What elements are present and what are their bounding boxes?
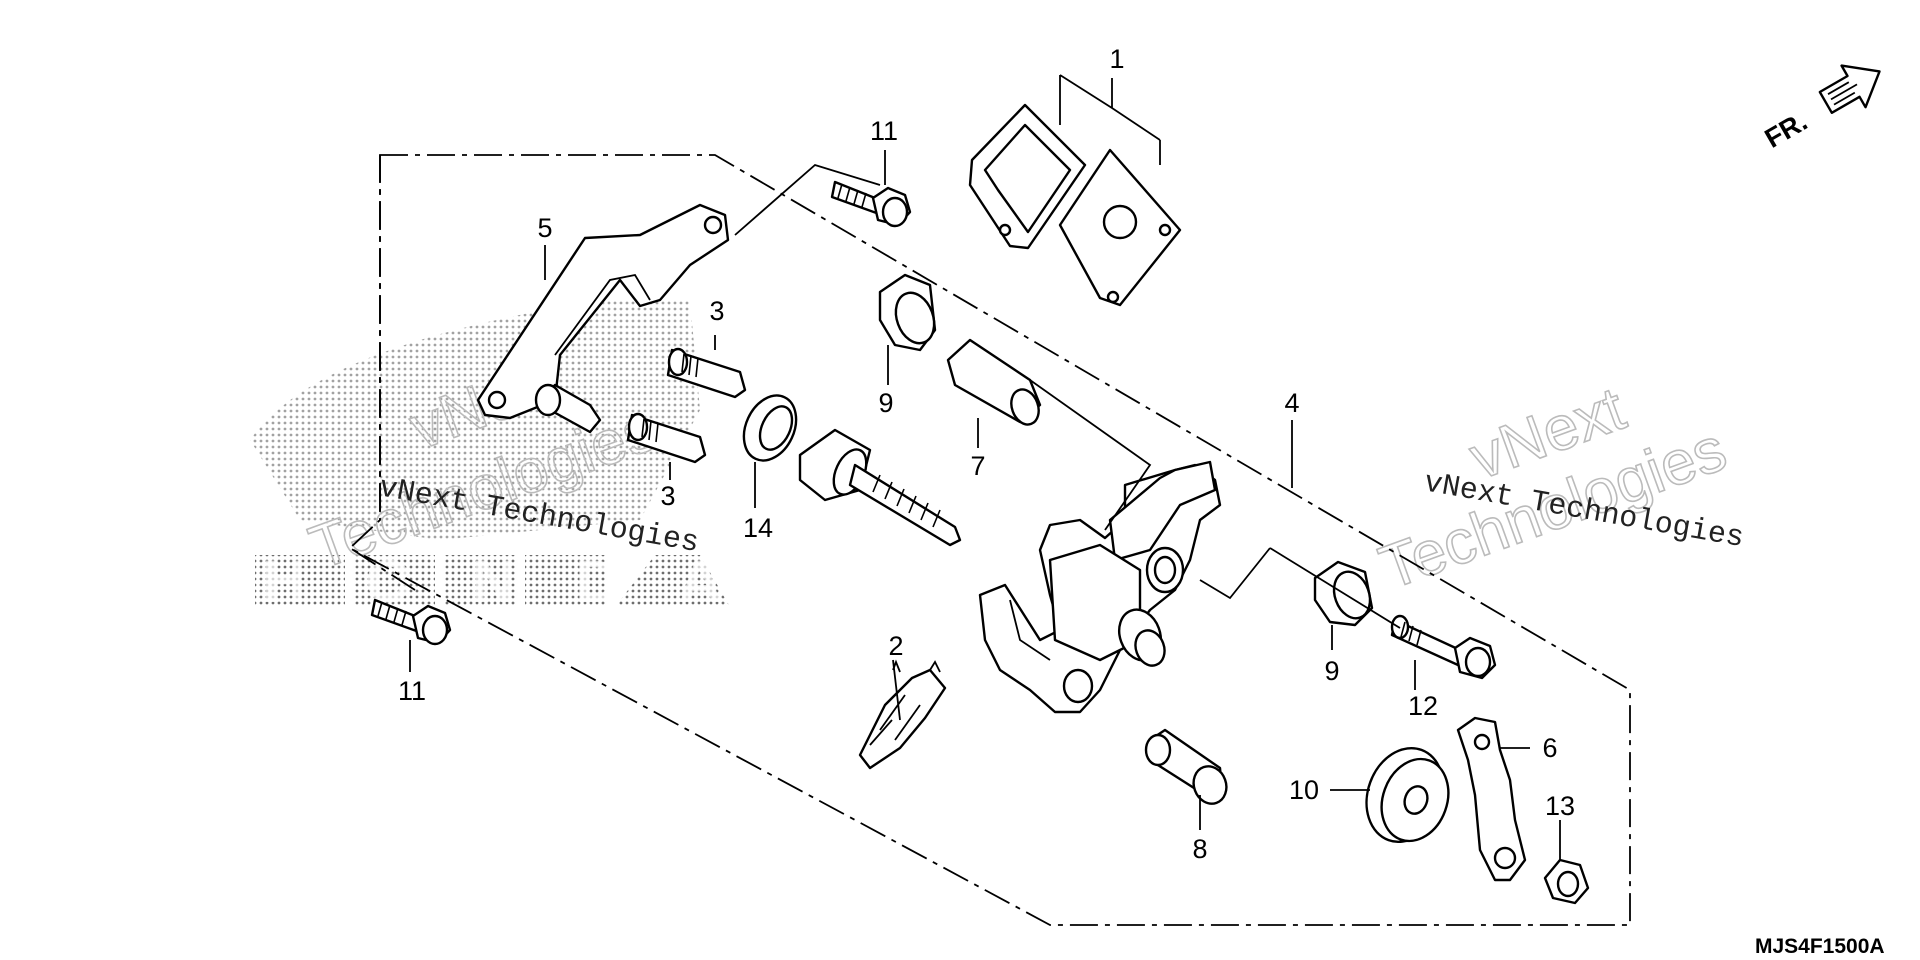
callout-5: 5: [537, 213, 552, 243]
front-label: FR.: [1760, 106, 1813, 154]
vnext-watermark-right: vNext Technologies vNext Technologies: [1370, 373, 1746, 604]
pad-center-hole: [1102, 204, 1138, 240]
slide-pin-upper: [666, 347, 747, 399]
honda-wordmark: HONDA: [255, 548, 730, 615]
cap-center-hole: [1403, 785, 1429, 815]
assembly-boundary: [348, 154, 1631, 926]
bracket-plate: [476, 203, 730, 420]
bracket-hole-bottom: [487, 390, 507, 410]
leader-12-to-caliper: [1269, 547, 1401, 629]
callout-3-upper: 3: [709, 296, 724, 326]
callout-9-lower: 9: [1324, 656, 1339, 686]
boot-upper: [878, 273, 937, 352]
caliper-bracket: [476, 203, 730, 434]
callout-8: 8: [1192, 834, 1207, 864]
flange-nut: [1543, 858, 1590, 905]
callout-labels: 1 2 3 3 4 5 6 7 8 9 9 10 11 11 12 13 14: [398, 44, 1575, 864]
callout-11-upper: 11: [870, 116, 898, 146]
caliper-body: [978, 460, 1222, 714]
stay-hole: [1493, 846, 1517, 870]
caliper-mount-hole: [1062, 668, 1094, 704]
bracket-hole-top: [703, 215, 723, 235]
pad-spring: [858, 660, 947, 770]
leader-11-to-bracket: [734, 163, 881, 236]
leader-7-to-caliper: [1029, 379, 1152, 531]
callout-14: 14: [743, 513, 773, 543]
leader-lines: [409, 74, 1561, 860]
slide-pin-lower: [626, 412, 707, 464]
slide-sleeve: [946, 338, 1042, 426]
front-direction-indicator: FR.: [1760, 64, 1881, 154]
flange-bolt-lower: [370, 598, 452, 646]
leader-2: [892, 659, 901, 721]
callout-2: 2: [888, 631, 903, 661]
flange-bolt-upper: [830, 180, 912, 228]
leader-3: [669, 335, 716, 480]
callout-1: 1: [1109, 44, 1124, 74]
brake-pad-rear-inner: [983, 123, 1072, 234]
bleeder-nipple: [1134, 629, 1166, 667]
callout-7: 7: [970, 451, 985, 481]
callout-3-lower: 3: [660, 481, 675, 511]
callout-11-lower: 11: [398, 676, 426, 706]
brake-pad-set: [968, 103, 1182, 307]
leader-9: [887, 345, 1333, 650]
piston-bolt: [798, 428, 962, 547]
callout-9-upper: 9: [878, 388, 893, 418]
callout-6: 6: [1542, 733, 1557, 763]
callout-4: 4: [1284, 388, 1299, 418]
callout-10: 10: [1289, 775, 1319, 805]
diagram-code: MJS4F1500A: [1755, 935, 1885, 958]
callout-12: 12: [1408, 691, 1438, 721]
honda-watermark: HONDA: [250, 300, 730, 615]
leader-1: [1059, 74, 1161, 165]
boundary-bolt-tie: [349, 547, 416, 591]
pin-bolt: [1390, 614, 1497, 680]
cap: [1365, 746, 1450, 844]
caliper-bolt: [1144, 728, 1228, 805]
caliper-arm: [1108, 460, 1217, 562]
callout-13: 13: [1545, 791, 1575, 821]
leader-9-to-caliper: [1199, 547, 1271, 600]
hose-stay: [1456, 716, 1527, 882]
seal-ring: [742, 394, 798, 462]
leader-11: [409, 150, 886, 672]
